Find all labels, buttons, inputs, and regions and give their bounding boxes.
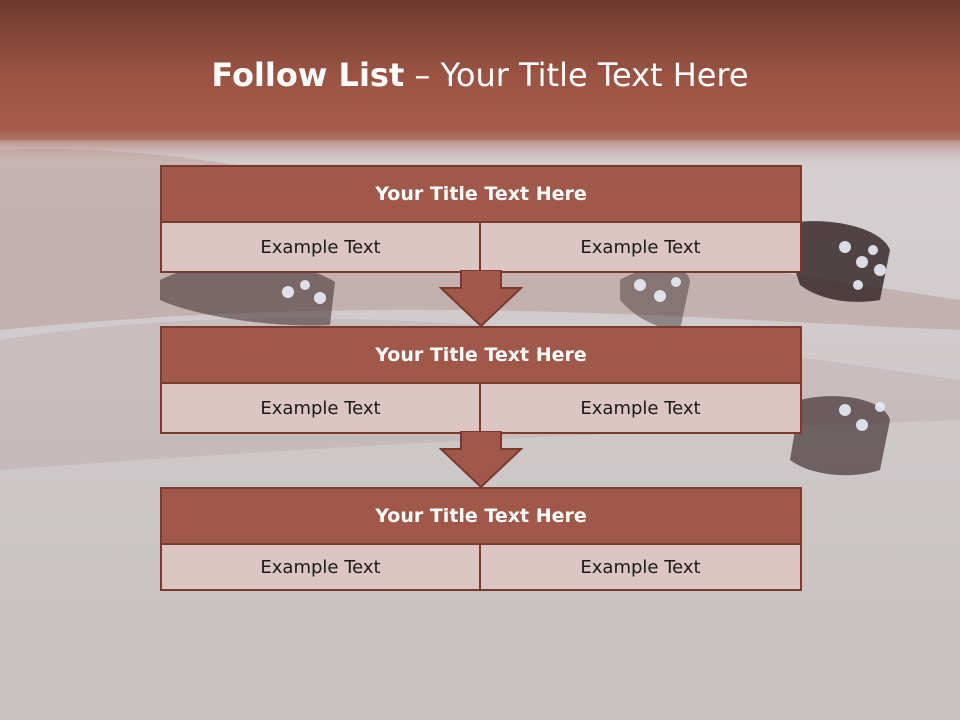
step-block-3: Your Title Text Here Example Text Exampl… [160,487,802,591]
step-block-1: Your Title Text Here Example Text Exampl… [160,165,802,273]
step-2-left-text: Example Text [160,384,481,434]
step-title-2: Your Title Text Here [160,326,802,384]
step-title-3: Your Title Text Here [160,487,802,545]
step-block-2: Your Title Text Here Example Text Exampl… [160,326,802,434]
step-1-right-text: Example Text [481,223,802,273]
down-arrow-icon [439,270,523,328]
slide-title: Follow List – Your Title Text Here [0,56,960,94]
step-3-right-text: Example Text [481,545,802,591]
step-2-right-text: Example Text [481,384,802,434]
slide-title-strong: Follow List [211,56,405,94]
step-title-1: Your Title Text Here [160,165,802,223]
step-1-left-text: Example Text [160,223,481,273]
slide-title-rest: – Your Title Text Here [404,56,749,94]
down-arrow-icon [439,431,523,489]
step-3-left-text: Example Text [160,545,481,591]
